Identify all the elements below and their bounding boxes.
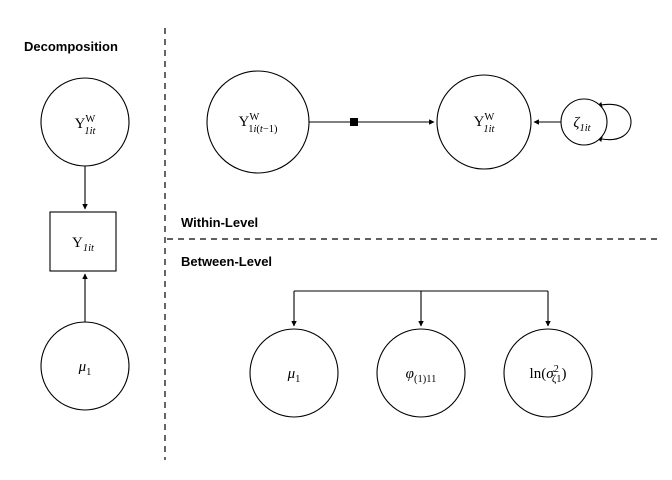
node-between-phi	[376, 328, 466, 418]
node-between-mu-label: μ1	[78, 359, 92, 378]
node-between-mu	[40, 321, 130, 411]
within-level-heading: Within-Level	[181, 215, 258, 230]
random-slope-square-marker	[350, 118, 358, 126]
node-zeta	[560, 98, 608, 146]
node-between-mu-1	[249, 328, 339, 418]
decomposition-heading: Decomposition	[24, 39, 118, 54]
node-observed-y-label: Y1it	[72, 235, 95, 254]
node-zeta-label: ζ1it	[573, 115, 591, 134]
node-y-current	[436, 74, 532, 170]
node-between-phi-label: φ(1)11	[406, 366, 437, 385]
between-level-heading: Between-Level	[181, 254, 272, 269]
node-latent-within-y	[40, 77, 130, 167]
node-y-lagged	[206, 70, 310, 174]
node-between-mu-1-label: μ1	[287, 366, 301, 385]
edge-zeta-variance-loop	[596, 102, 632, 142]
node-observed-y	[49, 211, 117, 272]
node-between-log-variance	[503, 328, 593, 418]
